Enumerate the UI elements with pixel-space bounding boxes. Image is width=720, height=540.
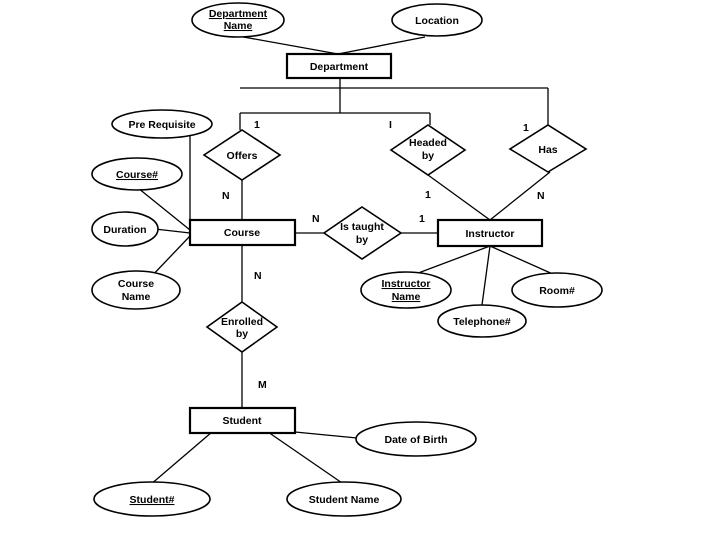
cardinality-has-instructor: N	[537, 190, 545, 202]
attribute-telephone-no: Telephone#	[437, 304, 527, 338]
relationship-enrolled-by-line1: Enrolled	[221, 316, 263, 328]
attribute-date-of-birth: Date of Birth	[355, 421, 477, 457]
cardinality-offers-course: N	[222, 190, 230, 202]
attribute-student-no: Student#	[93, 481, 211, 517]
cardinality-taught-course: N	[312, 213, 320, 225]
relationship-is-taught-by-line1: Is taught	[340, 221, 384, 233]
entity-course-label: Course	[224, 227, 260, 239]
relationship-is-taught-by: Is taught by	[322, 206, 403, 260]
entity-course: Course	[188, 218, 297, 247]
attribute-instructor-name: Instructor Name	[360, 271, 452, 309]
attribute-pre-requisite: Pre Requisite	[111, 109, 213, 139]
relationship-is-taught-by-line2: by	[356, 234, 368, 246]
link-location-department	[337, 36, 426, 55]
entity-student: Student	[188, 406, 297, 435]
attribute-location-label: Location	[415, 15, 459, 27]
attribute-department-name: Department Name	[191, 2, 285, 38]
relationship-headed-by: Headed by	[389, 124, 467, 176]
cardinality-taught-instructor: 1	[419, 213, 425, 225]
attribute-student-no-label: Student#	[130, 494, 175, 506]
attribute-duration: Duration	[91, 211, 159, 247]
entity-department-label: Department	[310, 61, 369, 73]
attribute-room-no-label: Room#	[539, 285, 575, 297]
attribute-instructor-name-line2: Name	[392, 291, 421, 303]
attribute-course-name: Course Name	[91, 270, 181, 310]
link-student-studentno	[149, 431, 213, 486]
cardinality-labels: 1 I 1 N 1 N N 1 N M	[222, 119, 545, 391]
attribute-instructor-name-line1: Instructor	[381, 278, 430, 290]
relationship-offers-label: Offers	[227, 150, 258, 162]
cardinality-enrolled-student: M	[258, 379, 267, 391]
attribute-location: Location	[391, 3, 483, 37]
attribute-telephone-no-label: Telephone#	[453, 316, 511, 328]
relationship-enrolled-by-line2: by	[236, 328, 248, 340]
entity-instructor-label: Instructor	[465, 228, 514, 240]
relationship-has: Has	[508, 124, 588, 173]
attribute-room-no: Room#	[511, 272, 603, 308]
link-instructor-room	[489, 245, 556, 276]
link-headed-to-instructor	[427, 174, 491, 221]
attribute-student-name-label: Student Name	[309, 494, 380, 506]
entity-instructor: Instructor	[436, 218, 544, 248]
attribute-student-name: Student Name	[286, 481, 402, 517]
attribute-course-name-line2: Name	[122, 291, 151, 303]
attribute-department-name-line1: Department	[209, 8, 268, 20]
link-student-studentname	[267, 431, 346, 486]
link-duration-course	[154, 228, 191, 234]
entity-student-label: Student	[222, 415, 262, 427]
attribute-duration-label: Duration	[103, 224, 146, 236]
attribute-pre-requisite-label: Pre Requisite	[128, 119, 195, 131]
link-student-dob	[294, 431, 358, 439]
connector-lines	[137, 35, 556, 486]
relationship-enrolled-by: Enrolled by	[205, 301, 279, 353]
relationship-headed-by-line2: by	[422, 150, 434, 162]
cardinality-enrolled-course: N	[254, 270, 262, 282]
entity-department: Department	[285, 52, 393, 80]
attribute-date-of-birth-label: Date of Birth	[385, 434, 448, 446]
attribute-department-name-line2: Name	[224, 20, 253, 32]
cardinality-offers-department: 1	[254, 119, 260, 131]
cardinality-headed-by-department: I	[389, 119, 392, 131]
attribute-course-name-line1: Course	[118, 278, 154, 290]
link-has-to-instructor	[489, 171, 551, 221]
relationship-headed-by-line1: Headed	[409, 137, 447, 149]
link-deptname-department	[237, 35, 339, 55]
cardinality-headed-by-instructor: 1	[425, 189, 431, 201]
cardinality-has-department: 1	[523, 122, 529, 134]
relationship-has-label: Has	[538, 144, 557, 156]
attribute-course-no: Course#	[91, 157, 183, 191]
link-courseno-course	[137, 187, 191, 231]
attribute-course-no-label: Course#	[116, 169, 158, 181]
link-instructor-telephone	[481, 245, 491, 306]
relationship-offers: Offers	[202, 129, 282, 181]
